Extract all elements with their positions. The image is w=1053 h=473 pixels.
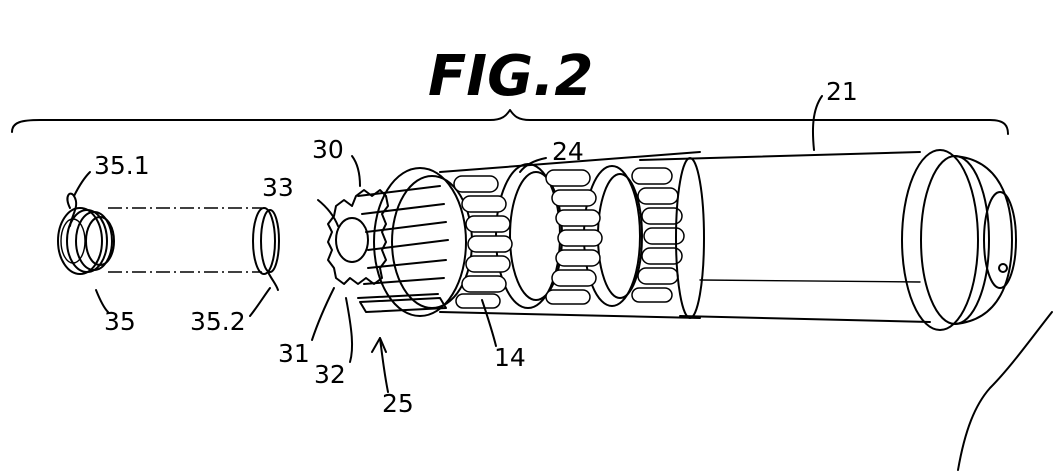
ref-label-32: 32 (314, 360, 346, 389)
ref-label-21: 21 (826, 77, 858, 106)
ref-label-35-2: 35.2 (190, 307, 246, 336)
ref-label-14: 14 (494, 343, 526, 372)
grouping-brace (11, 109, 1009, 135)
spring-35 (57, 192, 280, 291)
outer-housing-21 (639, 149, 1017, 331)
ref-label-35: 35 (104, 307, 136, 336)
ref-label-30: 30 (312, 135, 344, 164)
ref-label-25: 25 (382, 389, 414, 418)
ring-gear-30 (327, 189, 389, 285)
roller-bearing-cage-24 (373, 151, 701, 319)
splined-hub-25 (357, 185, 449, 313)
ref-label-24: 24 (552, 137, 584, 166)
figure-title: FIG.2 (428, 44, 593, 109)
leader-lines (73, 95, 823, 393)
ref-label-35-1: 35.1 (94, 151, 150, 180)
ref-label-31: 31 (278, 339, 310, 368)
ref-label-33: 33 (262, 173, 294, 202)
edge-sketch-line (957, 311, 1053, 471)
